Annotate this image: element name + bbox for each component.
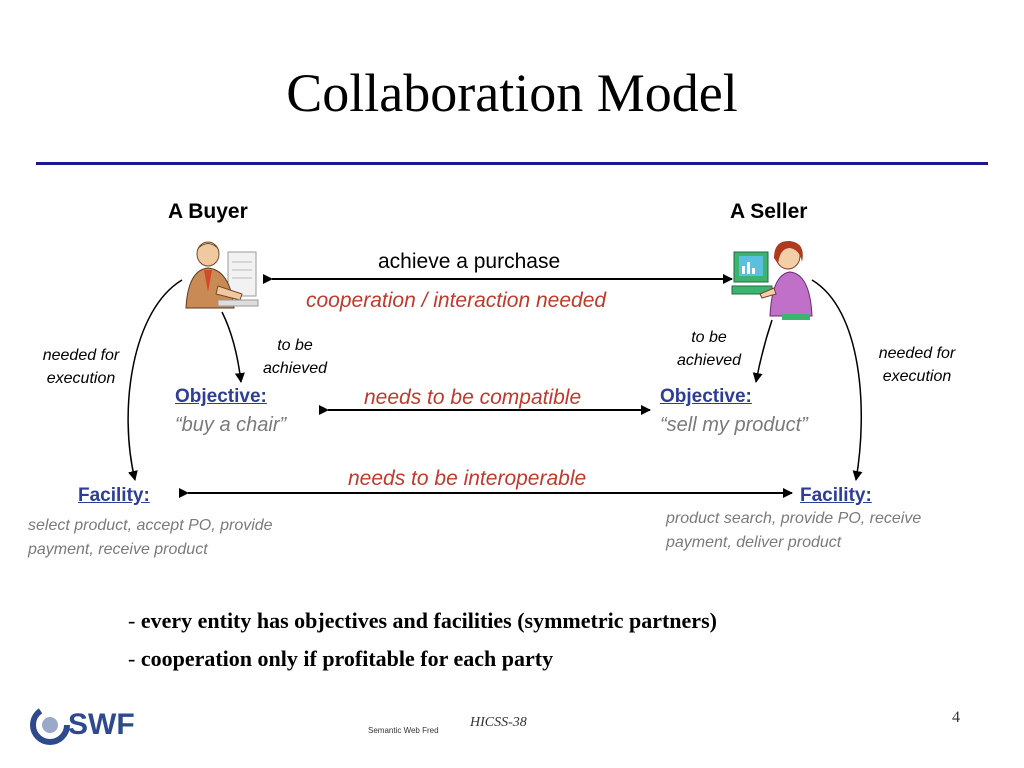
seller-needed-for-execution: needed for execution bbox=[878, 345, 956, 385]
interoperable-label: needs to be interoperable bbox=[348, 467, 587, 490]
compatible-label: needs to be compatible bbox=[364, 386, 582, 409]
swf-logo-text: SWF bbox=[68, 708, 135, 741]
seller-facility-line1: product search, provide PO, receive bbox=[666, 510, 922, 527]
purchase-label: achieve a purchase bbox=[378, 250, 561, 273]
buyer-to-facility-arrow bbox=[127, 279, 183, 481]
buyer-facility-line1: select product, accept PO, provide bbox=[28, 517, 273, 534]
seller-name: A Seller bbox=[730, 200, 808, 223]
seller-objective-heading: Objective: bbox=[660, 386, 752, 407]
title-divider bbox=[36, 162, 988, 165]
cooperation-label: cooperation / interaction needed bbox=[306, 289, 607, 312]
swf-logo: SWF bbox=[28, 700, 138, 750]
buyer-to-be-achieved: to be achieved bbox=[262, 337, 328, 377]
buyer-needed-for-execution: needed for execution bbox=[42, 347, 120, 387]
seller-to-be-achieved: to be achieved bbox=[676, 329, 742, 369]
seller-objective-value: “sell my product” bbox=[660, 414, 808, 436]
slide-title: Collaboration Model bbox=[286, 63, 738, 123]
bullet-dash: - bbox=[128, 608, 141, 633]
buyer-objective-value: “buy a chair” bbox=[175, 414, 287, 436]
footer-conference: HICSS-38 bbox=[470, 715, 527, 730]
bullet-dash: - bbox=[128, 646, 141, 671]
buyer-objective-heading: Objective: bbox=[175, 386, 267, 407]
seller-to-facility-arrow bbox=[811, 279, 863, 481]
footer-org: Semantic Web Fred bbox=[368, 726, 439, 735]
buyer-facility-line2: payment, receive product bbox=[28, 541, 208, 558]
swf-logo-mark-icon bbox=[30, 705, 70, 745]
buyer-businessman-icon bbox=[185, 241, 259, 309]
seller-facility-heading: Facility: bbox=[800, 485, 872, 506]
bullet-text: every entity has objectives and faciliti… bbox=[140, 608, 717, 633]
seller-facility-line2: payment, deliver product bbox=[666, 534, 842, 551]
buyer-to-objective-arrow bbox=[221, 311, 245, 383]
page-number: 4 bbox=[952, 709, 960, 726]
seller-woman-computer-icon bbox=[731, 240, 813, 320]
seller-to-objective-arrow bbox=[752, 319, 773, 383]
bullet-text: cooperation only if profitable for each … bbox=[140, 646, 554, 671]
buyer-name: A Buyer bbox=[168, 200, 248, 223]
buyer-facility-heading: Facility: bbox=[78, 485, 150, 506]
bullet-symmetric-partners: - every entity has objectives and facili… bbox=[128, 608, 717, 634]
bullet-cooperation-profitable: - cooperation only if profitable for eac… bbox=[128, 646, 553, 672]
